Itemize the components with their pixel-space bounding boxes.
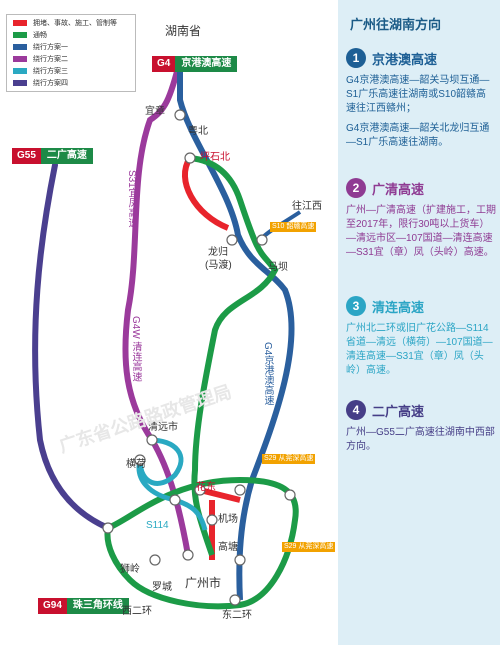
place-jiangxi: 往江西: [292, 201, 322, 212]
section-3: 3 清连高速 广州北二环或旧广花公路—S114省道—清远（横荷）—107国道—清连…: [346, 296, 496, 378]
shield-s10: S10 韶赣高速: [270, 222, 317, 232]
info-panel: 广州往湖南方向 1 京港澳高速 G4京港澳高速—韶关马坝互通—S1广乐高速往湖南或…: [338, 0, 500, 645]
section-heading: 二广高速: [372, 403, 425, 419]
legend-item: 通畅: [13, 30, 47, 42]
section-text: 广州北二环或旧广花公路—S114省道—清远（横荷）—107国道—清连高速—S31…: [346, 323, 493, 376]
section-heading: 广清高速: [372, 181, 425, 197]
legend-item: 绕行方案三: [13, 66, 68, 78]
section-1: 1 京港澳高速 G4京港澳高速—韶关马坝互通—S1广乐高速往湖南或S10韶赣高速往…: [346, 48, 496, 150]
place-maba: 马坝: [268, 262, 288, 273]
place-longgui: 龙归: [208, 247, 228, 258]
section-text: G4京港澳高速—韶关北龙归互通—S1广乐高速往湖南。: [346, 123, 490, 148]
place-shiling: 狮岭: [120, 564, 140, 575]
route-congestion: [182, 156, 230, 231]
place-qingyuan: 清远市: [148, 422, 178, 433]
route-g4: [177, 60, 295, 601]
section-text: G4京港澳高速—韶关马坝互通—S1广乐高速往湖南或S10韶赣高速往江西赣州；: [346, 75, 490, 114]
section-text: 广州—G55二广高速往湖南中西部方向。: [346, 427, 495, 452]
place-xierhuan: 西二环: [122, 606, 152, 617]
shield-s29-a: S29 从莞深高速: [262, 454, 316, 464]
province-label: 湖南省: [165, 24, 202, 38]
legend-swatch-cyan: [13, 68, 27, 75]
road-network: [32, 59, 302, 610]
road-label-qinglian: G4W 清连高速: [130, 316, 141, 382]
legend-swatch-red: [13, 20, 27, 27]
road-label-s31: S31宜凤高速: [126, 170, 137, 228]
place-yuebei: 粤北: [188, 126, 208, 137]
legend-item: 拥堵、事故、施工、管制等: [13, 18, 117, 30]
section-number: 4: [346, 400, 366, 420]
route-congestion-2: [199, 487, 241, 503]
place-jichang: 机场: [218, 514, 238, 525]
road-label-jinggang: G4京港澳高速: [262, 342, 273, 406]
legend-item: 绕行方案二: [13, 54, 68, 66]
section-2: 2 广清高速 广州—广清高速（扩建施工，工期至2017年，限行30吨以上货车）—清…: [346, 178, 496, 260]
section-number: 1: [346, 48, 366, 68]
section-heading: 清连高速: [372, 299, 425, 315]
route-map: 拥堵、事故、施工、管制等 通畅 绕行方案一 绕行方案二 绕行方案三 绕行方案四 …: [6, 14, 336, 621]
place-dongerhuan: 东二环: [222, 610, 252, 621]
place-huadong: 花东: [196, 482, 216, 493]
place-pingshi: 坪石北: [200, 152, 230, 163]
route-purple: [122, 59, 191, 556]
place-luocheng: 罗城: [152, 582, 172, 593]
legend-swatch-indigo: [13, 80, 27, 87]
section-number: 2: [346, 178, 366, 198]
route-cyan-loop: [137, 437, 184, 486]
legend-swatch-purple: [13, 56, 27, 63]
route-ring: [104, 476, 299, 610]
legend-swatch-blue: [13, 44, 27, 51]
place-guangzhou: 广州市: [185, 576, 222, 590]
section-heading: 京港澳高速: [372, 51, 438, 67]
shield-s29-b: S29 从莞深高速: [282, 542, 336, 552]
legend-swatch-green: [13, 32, 27, 39]
section-text: 广州—广清高速（扩建施工，工期至2017年，限行30吨以上货车）—清远市区—10…: [346, 205, 496, 258]
section-4: 4 二广高速 广州—G55二广高速往湖南中西部方向。: [346, 400, 496, 454]
route-g55: [32, 162, 111, 531]
section-number: 3: [346, 296, 366, 316]
place-gaotang: 高塘: [218, 542, 238, 553]
route-guangle: [189, 155, 279, 556]
place-yizhang: 宜章: [145, 106, 165, 117]
place-hengtang: 横荷: [126, 459, 146, 470]
legend-item: 绕行方案四: [13, 78, 68, 90]
junctions: [102, 109, 296, 606]
panel-title: 广州往湖南方向: [350, 17, 442, 32]
legend: 拥堵、事故、施工、管制等 通畅 绕行方案一 绕行方案二 绕行方案三 绕行方案四: [6, 14, 136, 92]
place-madu: (马渡): [205, 260, 232, 271]
road-label-s114: S114: [146, 520, 169, 531]
legend-item: 绕行方案一: [13, 42, 68, 54]
